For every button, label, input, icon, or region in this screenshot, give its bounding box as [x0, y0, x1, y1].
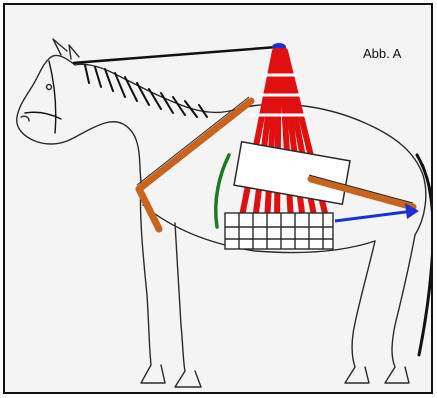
black-connector-line [73, 47, 277, 63]
figure-frame: Abb. A [3, 3, 433, 394]
horse-harness-illustration [5, 5, 433, 394]
figure-caption: Abb. A [363, 46, 401, 61]
blue-tail-line [335, 211, 413, 221]
white-panel [234, 142, 350, 204]
bottom-cage [225, 213, 333, 249]
